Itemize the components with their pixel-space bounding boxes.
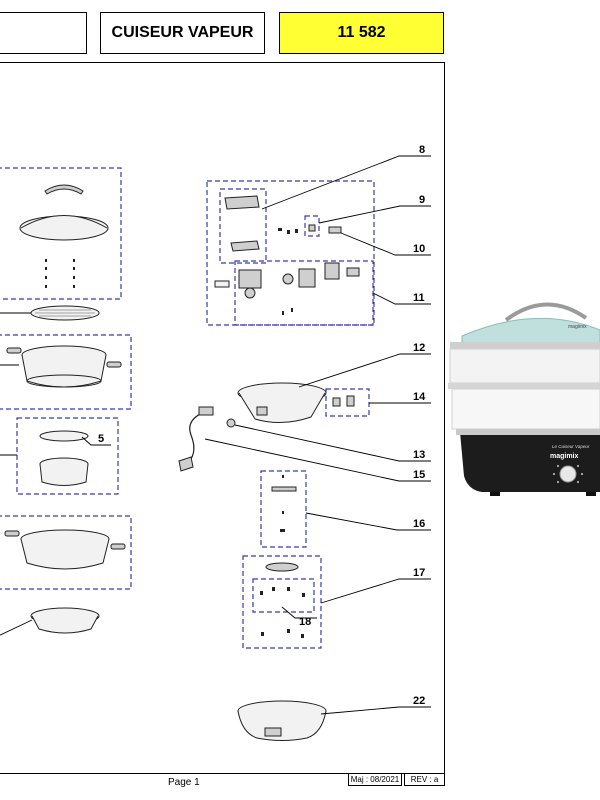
- callout-15: 15: [413, 469, 425, 481]
- control-module-parts: [260, 562, 305, 638]
- leader-16: [305, 512, 431, 531]
- leader-13: [234, 424, 431, 462]
- frame-steamer-upper: [0, 334, 132, 410]
- frame-heating-element: [260, 470, 307, 548]
- callout-9: 9: [419, 194, 425, 206]
- rice-bowl: [39, 457, 89, 486]
- callout-14: 14: [413, 391, 426, 403]
- page-number: Page 1: [168, 777, 200, 788]
- callout-16: 16: [413, 518, 425, 530]
- callout-17: 17: [413, 567, 425, 579]
- callout-22: 22: [413, 695, 425, 707]
- leader-15: [204, 438, 431, 482]
- lid-brand-text: magimix: [568, 324, 587, 330]
- steamer-basket-lower: [4, 529, 126, 570]
- callout-13: 13: [413, 449, 425, 461]
- callout-5: 5: [98, 433, 104, 445]
- exploded-view-diagram: 5: [0, 144, 431, 741]
- frame-lid-group: [0, 167, 122, 300]
- lower-basket-photo: [451, 388, 600, 430]
- upper-basket-photo: [449, 348, 600, 384]
- leader-8: [261, 155, 431, 210]
- lid-rim-photo: [450, 342, 600, 349]
- electronic-board-parts: [214, 262, 360, 315]
- leader-12: [298, 353, 431, 388]
- callout-8: 8: [419, 144, 425, 156]
- frame-rice-bowl: [16, 417, 119, 495]
- frame-knob-assembly: [252, 578, 315, 613]
- product-reference: 11 582: [279, 12, 444, 54]
- small-hardware: [278, 224, 342, 234]
- leader-10: [340, 232, 431, 256]
- basket-ring-photo: [448, 383, 600, 389]
- frame-steamer-lower: [0, 515, 132, 590]
- control-knob-photo: [559, 465, 577, 483]
- filter-mesh: [35, 309, 95, 317]
- power-cord: [178, 406, 214, 472]
- leader-17: [320, 578, 431, 604]
- lid-handle: [44, 184, 84, 195]
- leader-22: [320, 706, 431, 715]
- frame-clips: [325, 388, 370, 417]
- callout-18: 18: [299, 616, 311, 628]
- callout-11: 11: [413, 292, 425, 304]
- exploded-view-sheet: 5: [0, 62, 445, 774]
- header-empty-box: [0, 12, 87, 54]
- handle-parts: [224, 195, 260, 252]
- bowl-seal: [39, 430, 89, 442]
- water-tray: [30, 607, 100, 634]
- leader-9: [318, 205, 431, 224]
- leader-11: [372, 292, 431, 305]
- base-housing: [237, 382, 327, 423]
- lid-screws: [45, 259, 75, 288]
- callout-12: 12: [413, 342, 425, 354]
- base-ring-photo: [456, 429, 600, 435]
- callout-10: 10: [413, 243, 425, 255]
- base-unit: [237, 700, 327, 741]
- product-script-text: Le Cuiseur Vapeur: [552, 444, 590, 449]
- leader-18: [281, 606, 317, 619]
- product-photo: magimix Le Cuiseur Vapeur magimix: [448, 302, 600, 496]
- brand-text: magimix: [550, 453, 579, 460]
- clip-parts: [332, 395, 355, 407]
- grommet: [226, 418, 236, 428]
- heating-parts: [271, 475, 297, 532]
- steamer-basket-upper: [6, 345, 122, 388]
- frame-control-module: [242, 555, 322, 649]
- frame-handle-group: [219, 188, 267, 264]
- frame-spring: [304, 215, 320, 237]
- product-title: CUISEUR VAPEUR: [100, 12, 265, 54]
- update-date: Maj : 08/2021: [348, 773, 402, 786]
- revision: REV : a: [404, 773, 445, 786]
- lid-handle-photo: [504, 302, 588, 322]
- lid-dome: [20, 215, 108, 229]
- base-photo: [460, 432, 600, 492]
